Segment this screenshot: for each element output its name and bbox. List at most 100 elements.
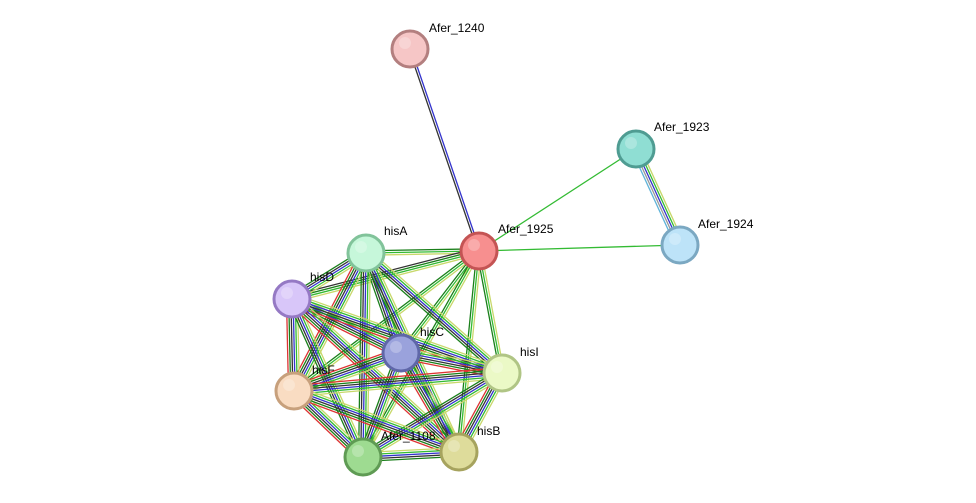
edge-line xyxy=(293,369,502,389)
edge-line xyxy=(478,244,681,252)
node-label: hisB xyxy=(477,424,500,438)
node-circle[interactable] xyxy=(459,231,499,271)
node-label: hisC xyxy=(420,325,444,339)
edge-line xyxy=(292,295,504,371)
edge-line xyxy=(458,250,480,453)
node-circle[interactable] xyxy=(660,225,700,265)
edge-line xyxy=(292,393,459,456)
edge-hisF-hisB xyxy=(291,385,462,458)
edge-line xyxy=(362,255,500,377)
edge-line xyxy=(291,395,458,458)
edge-line xyxy=(480,250,505,373)
node-highlight xyxy=(448,440,460,452)
node-circle[interactable] xyxy=(482,353,522,393)
edge-line xyxy=(289,303,399,359)
node-label: Afer_1923 xyxy=(654,120,710,134)
edge-line xyxy=(294,387,461,450)
node-highlight xyxy=(352,445,364,457)
edge-line xyxy=(294,389,460,452)
node-circle[interactable] xyxy=(272,279,312,319)
edge-line xyxy=(293,366,502,387)
node-hisI[interactable]: hisI xyxy=(482,345,539,393)
edge-line xyxy=(290,299,459,454)
node-highlight xyxy=(669,233,681,245)
edge-line xyxy=(364,376,505,462)
edge-line xyxy=(361,370,502,456)
edge-line xyxy=(291,249,479,299)
node-highlight xyxy=(390,341,402,353)
node-hisA[interactable]: hisA xyxy=(346,224,407,273)
edge-line xyxy=(289,300,458,455)
node-circle[interactable] xyxy=(381,333,421,373)
edge-line xyxy=(292,253,480,303)
edge-line xyxy=(360,368,501,454)
edge-line xyxy=(294,377,503,398)
node-highlight xyxy=(283,379,295,391)
node-label: hisF xyxy=(312,363,335,377)
edge-hisI-Afer_1108 xyxy=(360,368,505,462)
node-Afer_1923[interactable]: Afer_1923 xyxy=(616,120,710,169)
edge-Afer_1240-Afer_1925 xyxy=(408,48,481,252)
node-label: Afer_1925 xyxy=(498,222,554,236)
node-Afer_1108[interactable]: Afer_1108 xyxy=(343,429,436,477)
edge-line xyxy=(292,297,461,452)
node-highlight xyxy=(399,37,411,49)
node-label: Afer_1240 xyxy=(429,21,485,35)
node-hisF[interactable]: hisF xyxy=(274,363,335,411)
edge-line xyxy=(478,148,637,252)
edge-Afer_1923-Afer_1925 xyxy=(478,148,637,252)
edge-hisI-hisF xyxy=(293,366,503,398)
node-highlight xyxy=(281,287,293,299)
edge-line xyxy=(398,249,478,353)
node-label: hisA xyxy=(384,224,407,238)
edge-line xyxy=(357,252,363,457)
edge-line xyxy=(362,372,503,458)
edge-line xyxy=(476,251,501,374)
node-Afer_1925[interactable]: Afer_1925 xyxy=(459,222,554,271)
node-Afer_1924[interactable]: Afer_1924 xyxy=(660,217,754,265)
node-label: hisD xyxy=(310,270,334,284)
edge-Afer_1924-Afer_1925 xyxy=(478,244,681,252)
node-circle[interactable] xyxy=(343,437,383,477)
edge-line xyxy=(293,296,462,451)
edge-line xyxy=(295,385,462,448)
edge-Afer_1925-hisI xyxy=(476,250,505,374)
edge-line xyxy=(293,371,502,391)
node-hisC[interactable]: hisC xyxy=(381,325,444,373)
edge-line xyxy=(395,355,455,456)
edge-line xyxy=(368,249,506,371)
edge-line xyxy=(405,349,465,450)
node-highlight xyxy=(491,361,503,373)
node-circle[interactable] xyxy=(390,29,430,69)
edge-line xyxy=(291,347,400,387)
edge-line xyxy=(294,373,503,393)
edge-line xyxy=(410,48,481,251)
edge-line xyxy=(364,254,501,376)
edge-line xyxy=(293,293,505,369)
node-circle[interactable] xyxy=(439,432,479,472)
edge-line xyxy=(294,375,503,395)
edge-line xyxy=(287,302,456,457)
edge-line xyxy=(365,252,503,374)
node-label: Afer_1924 xyxy=(698,217,754,231)
node-circle[interactable] xyxy=(616,129,656,169)
node-Afer_1240[interactable]: Afer_1240 xyxy=(390,21,485,69)
edge-line xyxy=(366,253,372,458)
edge-line xyxy=(478,250,503,374)
edge-line xyxy=(456,250,478,452)
edge-hisA-hisI xyxy=(362,249,506,377)
node-hisD[interactable]: hisD xyxy=(272,270,334,319)
edge-line xyxy=(363,374,504,460)
node-circle[interactable] xyxy=(274,371,314,411)
node-label: hisI xyxy=(520,345,539,359)
edge-line xyxy=(360,252,365,457)
node-circle[interactable] xyxy=(346,233,386,273)
edges-layer xyxy=(285,48,685,463)
node-highlight xyxy=(468,239,480,251)
edge-line xyxy=(293,391,459,454)
node-label: Afer_1108 xyxy=(381,429,436,443)
node-highlight xyxy=(355,241,367,253)
node-hisB[interactable]: hisB xyxy=(439,424,500,472)
